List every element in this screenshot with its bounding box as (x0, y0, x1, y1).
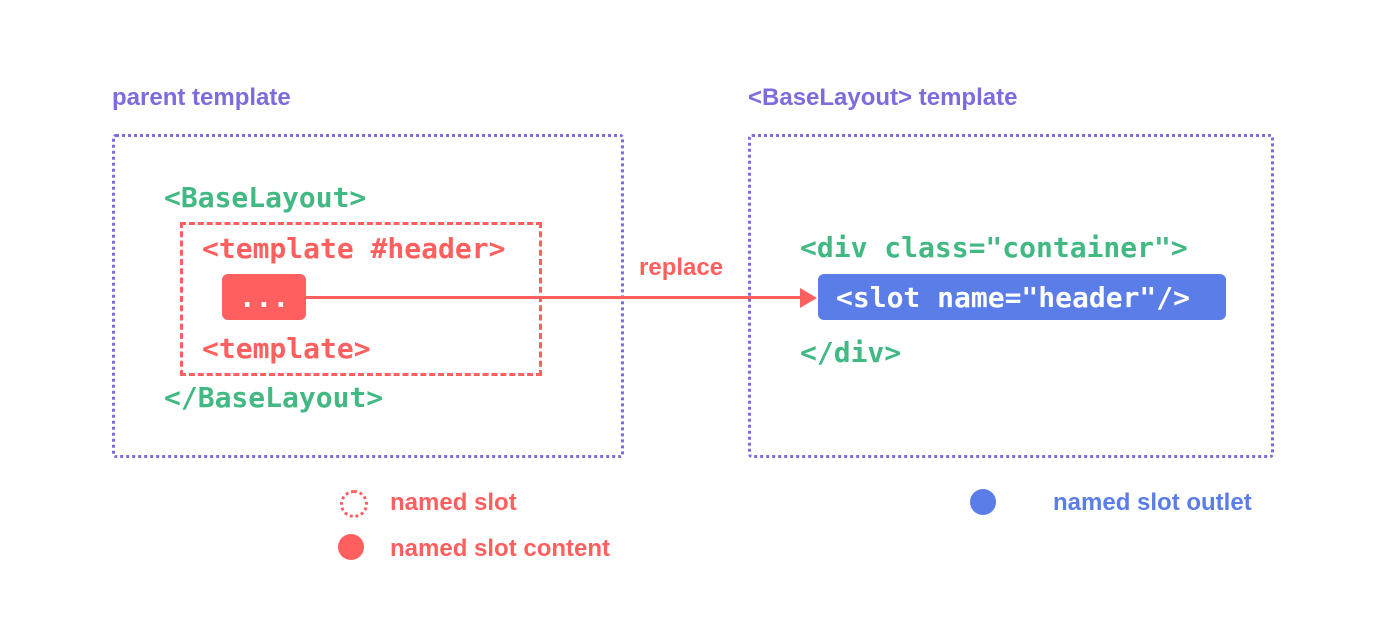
ellipsis-content: ... (238, 280, 290, 314)
replace-arrow-head-icon (800, 288, 817, 308)
named-slot-outlet-legend-icon (970, 489, 996, 515)
div-container-open-tag: <div class="container"> (800, 231, 1188, 264)
template-close-tag: <template> (202, 332, 371, 365)
named-slot-box (180, 222, 542, 376)
named-slot-content-chip: ... (222, 274, 306, 320)
baselayout-open-tag: <BaseLayout> (164, 181, 367, 214)
named-slot-outlet-legend-label: named slot outlet (1053, 489, 1252, 516)
baselayout-close-tag: </BaseLayout> (164, 381, 384, 414)
named-slot-outlet-chip: <slot name="header"/> (818, 274, 1226, 320)
parent-template-title: parent template (112, 84, 291, 111)
named-slot-content-legend-icon (338, 534, 364, 560)
replace-label: replace (639, 254, 724, 281)
named-slot-legend-label: named slot (390, 489, 517, 516)
baselayout-template-box (748, 134, 1274, 458)
div-close-tag: </div> (800, 336, 902, 369)
named-slot-legend-icon (340, 490, 368, 518)
slot-outlet-code: <slot name="header"/> (836, 280, 1191, 314)
baselayout-template-title: <BaseLayout> template (748, 84, 1018, 111)
named-slot-content-legend-label: named slot content (390, 535, 611, 562)
template-header-open-tag: <template #header> (202, 232, 506, 265)
replace-arrow-line (306, 296, 802, 299)
